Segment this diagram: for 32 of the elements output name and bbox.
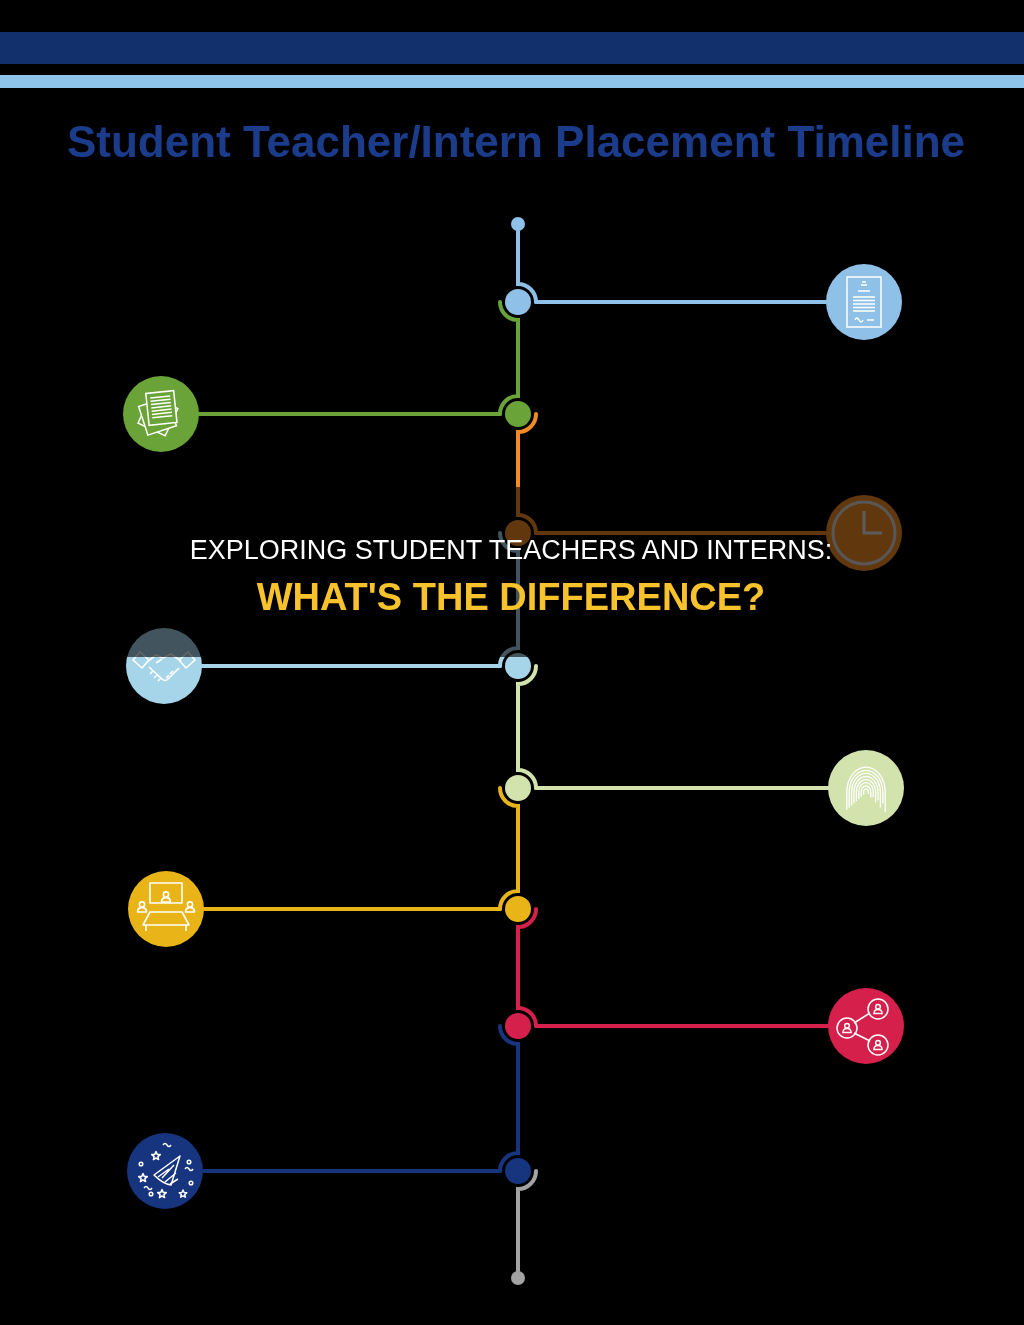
timeline-segment xyxy=(516,1169,538,1273)
timeline-segment xyxy=(516,412,538,535)
fingerprint-icon xyxy=(828,750,904,826)
network-icon xyxy=(828,988,904,1064)
overlay-subheading: WHAT'S THE DIFFERENCE? xyxy=(256,576,766,620)
timeline-end-dot xyxy=(511,217,525,231)
timeline-end-dot xyxy=(511,1271,525,1285)
timeline-dot xyxy=(505,1013,531,1039)
document-icon xyxy=(826,264,902,340)
meeting-icon xyxy=(128,871,204,947)
connector-line xyxy=(200,664,502,668)
connector-line xyxy=(534,786,830,790)
overlay-heading: EXPLORING STUDENT TEACHERS AND INTERNS: xyxy=(189,535,833,567)
timeline-dot xyxy=(505,775,531,801)
timeline-dot xyxy=(505,653,531,679)
timeline-dot xyxy=(505,896,531,922)
timeline-dot xyxy=(505,289,531,315)
party-hat-icon xyxy=(127,1133,203,1209)
connector-line xyxy=(201,1169,502,1173)
connector-line xyxy=(197,412,502,416)
handshake-icon xyxy=(126,628,202,704)
connector-line xyxy=(534,1024,830,1028)
timeline-segment xyxy=(516,664,538,790)
connector-line xyxy=(534,300,828,304)
timeline-segment xyxy=(516,907,538,1028)
title: Student Teacher/Intern Placement Timeline xyxy=(66,117,966,168)
connector-line xyxy=(202,907,502,911)
timeline-dot xyxy=(505,401,531,427)
connector-line xyxy=(534,531,828,535)
timeline-segment xyxy=(516,229,538,304)
papers-icon xyxy=(123,376,199,452)
timeline-dot xyxy=(505,1158,531,1184)
